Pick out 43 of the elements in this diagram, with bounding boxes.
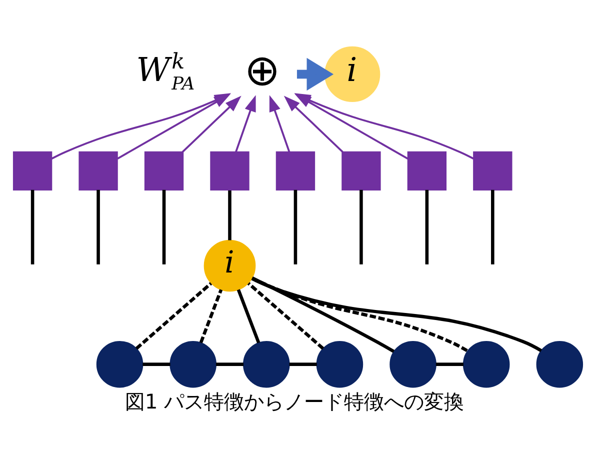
node-circle: [96, 340, 144, 388]
connector: [289, 362, 317, 366]
connector: [228, 190, 232, 240]
node-box: [210, 150, 250, 190]
connector: [360, 189, 363, 264]
connector: [96, 189, 100, 264]
arrow: [235, 94, 256, 152]
connector: [294, 189, 298, 264]
node-circle: [536, 340, 584, 388]
connector: [251, 276, 469, 352]
connector: [436, 362, 464, 366]
node-circle: i: [204, 239, 256, 292]
node-box: [78, 150, 118, 190]
arrow: [284, 95, 344, 152]
node-circle: [390, 340, 436, 388]
node-circle: i: [324, 46, 380, 102]
node-circle: [243, 340, 290, 388]
node-circle: [316, 340, 364, 388]
caption: 図1 パス特徴からノード特徴への変換: [124, 388, 464, 413]
connector: [251, 276, 542, 352]
node-circle: [462, 340, 510, 388]
arrow: [296, 57, 334, 90]
connector: [252, 276, 395, 352]
connector: [162, 189, 166, 264]
node-box: [144, 150, 184, 190]
node-box: [12, 150, 52, 190]
node-text: ⊕: [244, 46, 280, 96]
connector: [247, 282, 324, 350]
connector: [216, 362, 244, 366]
node-box: [473, 150, 512, 190]
connector: [491, 189, 494, 264]
arrow: [269, 94, 290, 152]
node-box: [276, 150, 316, 190]
connector: [425, 189, 429, 264]
connector: [199, 288, 223, 343]
arrow: [182, 95, 242, 152]
connector: [135, 282, 212, 350]
connector: [142, 362, 170, 366]
node-box: [342, 150, 381, 190]
connector: [30, 189, 34, 264]
connector: [236, 288, 260, 343]
node-box: [407, 150, 447, 190]
node-circle: [170, 340, 216, 388]
